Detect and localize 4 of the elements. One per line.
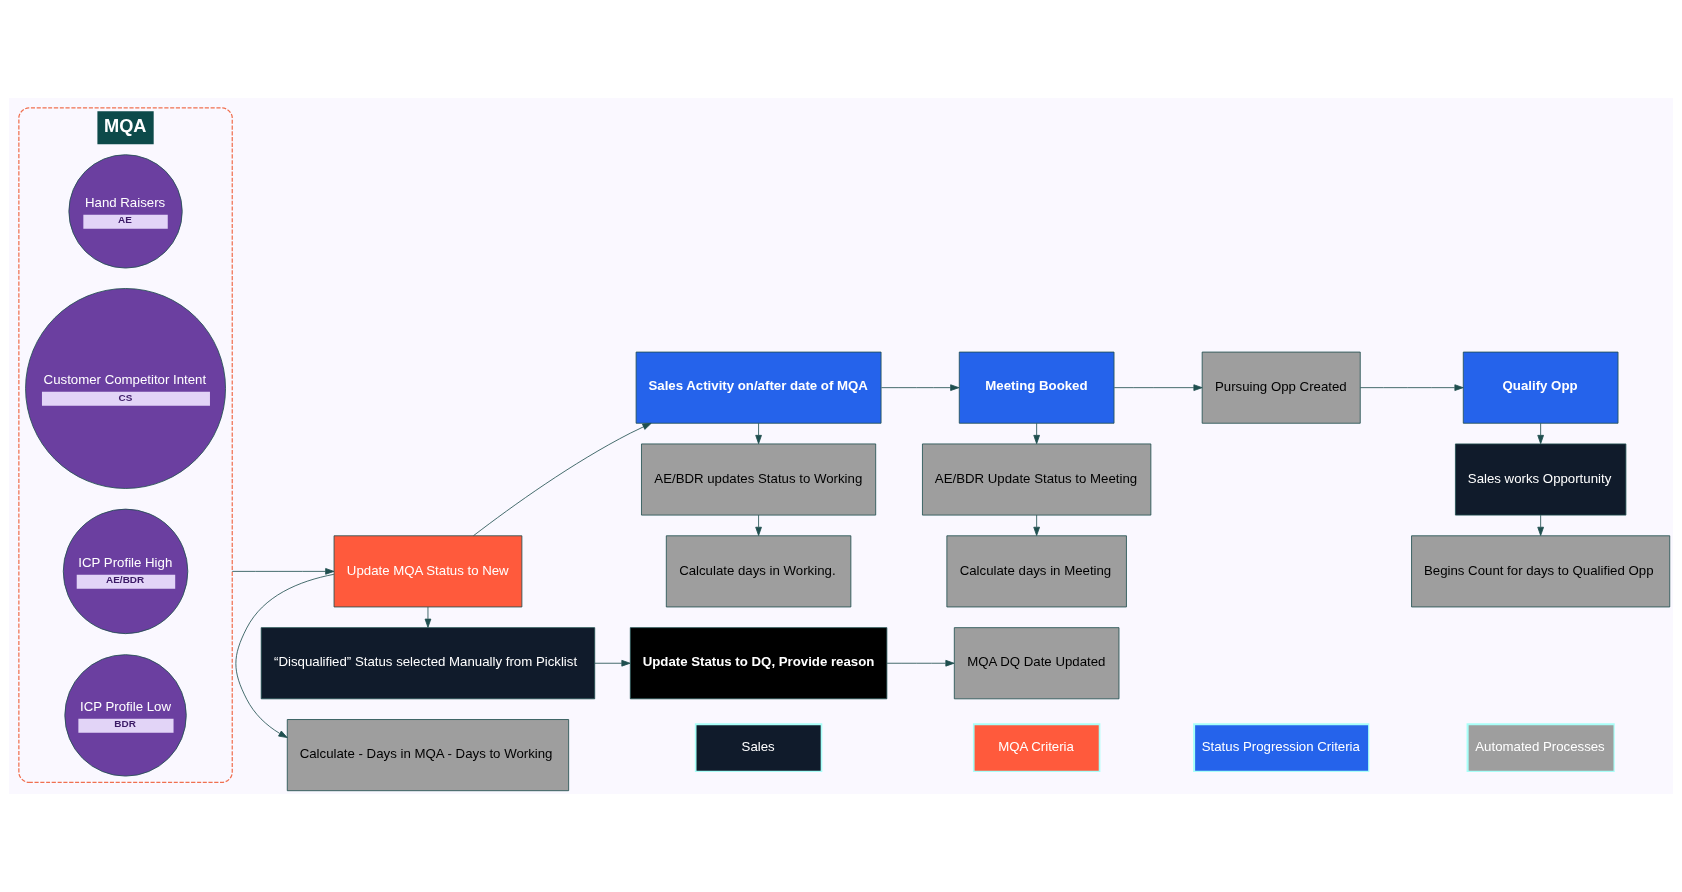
legend-label: Automated Processes: [1475, 739, 1605, 755]
legend-label: MQA Criteria: [998, 739, 1074, 755]
legend-label: Status Progression Criteria: [1201, 739, 1360, 755]
legend-label: Sales: [741, 739, 775, 755]
